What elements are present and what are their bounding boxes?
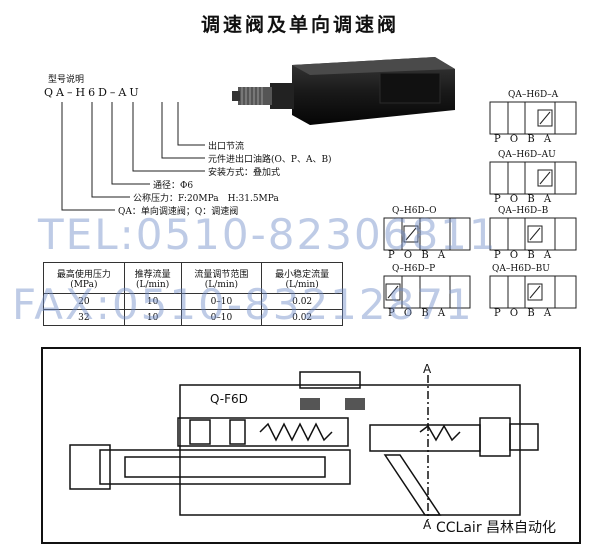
port-a: A — [437, 250, 446, 261]
model-heading: 型号说明 — [48, 75, 85, 85]
legend-item: 公称压力：F:20MPa H:31.5MPa — [133, 194, 279, 204]
watermark-tel: TEL:0510-82306811 — [38, 210, 498, 259]
port-p: P — [494, 134, 501, 145]
port-b: B — [527, 308, 535, 319]
port-o: O — [403, 250, 413, 261]
port-labels: P O B A — [494, 194, 551, 205]
legend-item: 通径：Φ6 — [153, 181, 194, 191]
code-part: H — [75, 86, 89, 99]
table-cell: 0.02 — [261, 309, 343, 326]
port-a: A — [437, 308, 446, 319]
code-part: 6 — [88, 86, 99, 99]
port-a: A — [543, 134, 552, 145]
port-p: P — [494, 194, 501, 205]
symbol-label: Q–H6D–O — [392, 206, 437, 216]
section-marker-top: A — [423, 362, 432, 376]
port-o: O — [509, 308, 519, 319]
code-part: – — [66, 86, 76, 99]
section-marker-bottom: A — [423, 518, 432, 532]
port-labels: P O B A — [494, 250, 551, 261]
port-p: P — [494, 250, 501, 261]
code-part: QA — [44, 86, 67, 99]
port-b: B — [527, 250, 535, 261]
port-o: O — [403, 308, 413, 319]
legend-item: QA：单向调速阀；Q：调速阀 — [118, 207, 239, 217]
table-header: 最高使用压力 (MPa) — [43, 262, 125, 294]
symbol-label: QA–H6D–AU — [498, 150, 556, 160]
port-o: O — [509, 134, 519, 145]
table-header: 最小稳定流量 (L/min) — [261, 262, 343, 294]
legend-item: 安装方式：叠加式 — [208, 168, 281, 178]
port-a: A — [543, 250, 552, 261]
table-header-row: 最高使用压力 (MPa) 推荐流量 (L/min) 流量调节范围 (L/min)… — [43, 262, 343, 294]
product-photo — [232, 57, 455, 125]
symbol-label: QA–H6D–B — [498, 206, 549, 216]
port-b: B — [527, 134, 535, 145]
part-label: Q-F6D — [210, 392, 248, 406]
port-p: P — [388, 250, 395, 261]
brand-caption: CCLair 昌林自动化 — [436, 520, 557, 536]
port-o: O — [509, 250, 519, 261]
port-labels: P O B A — [388, 250, 445, 261]
table-header: 流量调节范围 (L/min) — [180, 262, 263, 294]
port-labels: P O B A — [388, 308, 445, 319]
spec-table: 最高使用压力 (MPa) 推荐流量 (L/min) 流量调节范围 (L/min)… — [43, 262, 343, 326]
code-part: D — [98, 86, 110, 99]
port-a: A — [543, 194, 552, 205]
legend-item: 元件进出口油路(O、P、A、B) — [208, 155, 332, 165]
port-p: P — [494, 308, 501, 319]
model-code: QA–H6D–AU — [44, 86, 142, 99]
port-b: B — [421, 250, 429, 261]
symbol-label: QA–H6D–A — [508, 90, 559, 100]
port-labels: P O B A — [494, 134, 551, 145]
port-b: B — [527, 194, 535, 205]
port-b: B — [421, 308, 429, 319]
port-o: O — [509, 194, 519, 205]
port-p: P — [388, 308, 395, 319]
port-labels: P O B A — [494, 308, 551, 319]
table-header: 推荐流量 (L/min) — [123, 262, 182, 294]
symbol-label: Q–H6D–P — [392, 264, 436, 274]
table-row: 32 10 0–10 0.02 — [43, 309, 343, 326]
code-part: A — [118, 86, 130, 99]
port-a: A — [543, 308, 552, 319]
table-cell: 10 — [123, 309, 182, 326]
symbol-label: QA–H6D–BU — [492, 264, 550, 274]
watermark-fax: FAX:0510-83212871 — [12, 280, 474, 329]
table-row: 20 10 0–10 0.02 — [43, 293, 343, 310]
legend-item: 出口节流 — [208, 142, 245, 152]
code-part: – — [109, 86, 119, 99]
code-part: U — [129, 86, 142, 99]
page-title: 调速阀及单向调速阀 — [200, 14, 399, 36]
